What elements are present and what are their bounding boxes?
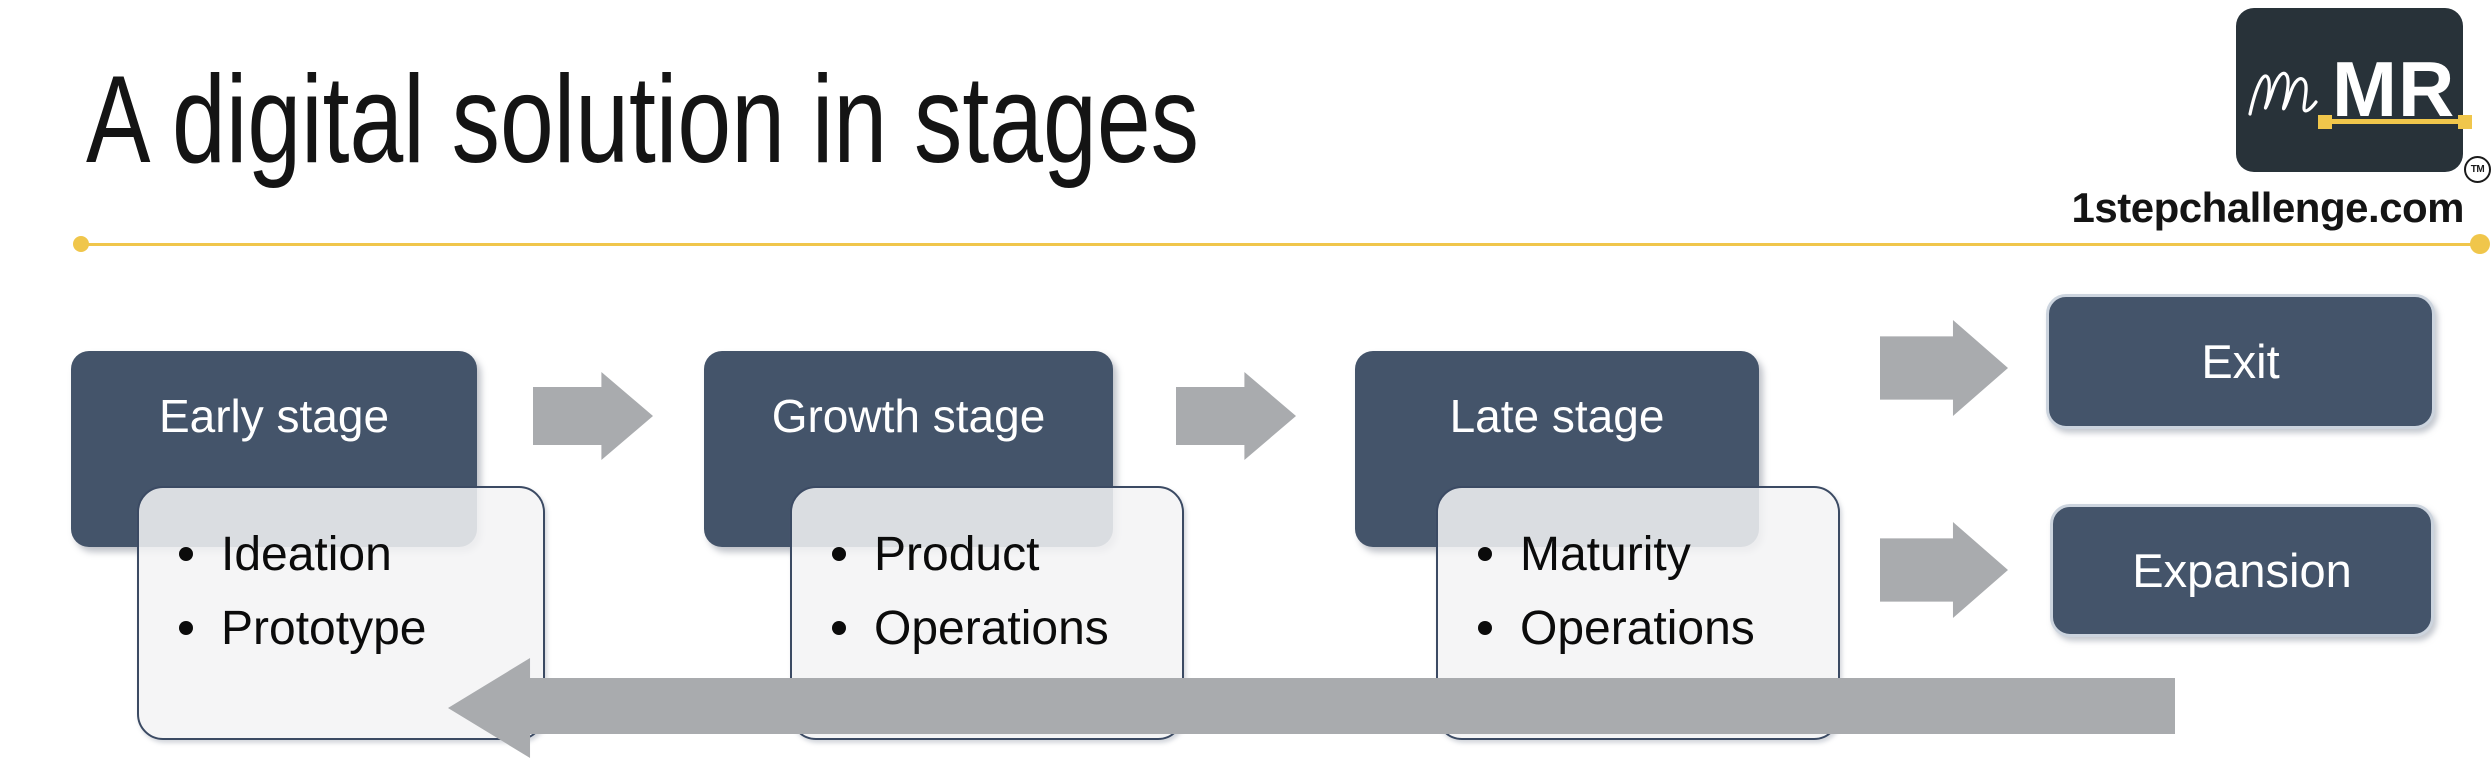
right-arrow-icon — [533, 372, 653, 460]
logo-underline — [2318, 114, 2472, 129]
bullet-icon — [179, 547, 193, 561]
bullet-text: Product — [874, 527, 1040, 581]
accent-line-left-dot — [73, 236, 89, 252]
outcome-box-expansion: Expansion — [2050, 504, 2434, 637]
bullet-text: Maturity — [1520, 527, 1691, 581]
list-item: Maturity — [1478, 528, 1755, 581]
list-item: Ideation — [179, 528, 426, 581]
accent-underline — [73, 234, 2490, 254]
bullet-list: Maturity Operations — [1478, 528, 1755, 678]
outcome-box-exit: Exit — [2046, 294, 2435, 429]
right-arrow-icon — [1880, 320, 2008, 416]
trademark-icon: TM — [2464, 156, 2491, 183]
logo-mr-text: MR — [2332, 45, 2456, 133]
bullet-text: Prototype — [221, 601, 427, 655]
website-text: 1stepchallenge.com — [2071, 184, 2465, 231]
outcome-label: Exit — [2201, 335, 2280, 388]
list-item: Operations — [1478, 602, 1755, 655]
bullet-icon — [179, 621, 193, 635]
bullet-icon — [832, 621, 846, 635]
list-item: Product — [832, 528, 1109, 581]
page-title: A digital solution in stages — [86, 51, 1199, 189]
logo-script-m-icon — [2242, 52, 2332, 141]
bullet-icon — [832, 547, 846, 561]
right-arrow-icon — [1176, 372, 1296, 460]
outcome-label: Expansion — [2132, 544, 2352, 597]
return-left-arrow-icon — [448, 658, 2175, 758]
mr-logo: MR — [2236, 8, 2463, 172]
stage-label: Growth stage — [771, 390, 1046, 442]
list-item: Prototype — [179, 602, 426, 655]
bullet-icon — [1478, 621, 1492, 635]
bullet-text: Operations — [1520, 601, 1755, 655]
right-arrow-icon — [1880, 522, 2008, 618]
stage-label: Early stage — [158, 390, 390, 442]
list-item: Operations — [832, 602, 1109, 655]
bullet-text: Ideation — [221, 527, 392, 581]
bullet-list: Ideation Prototype — [179, 528, 426, 678]
bullet-icon — [1478, 547, 1492, 561]
bullet-list: Product Operations — [832, 528, 1109, 678]
stage-label: Late stage — [1449, 390, 1665, 442]
accent-line-right-dot — [2470, 234, 2490, 254]
bullet-text: Operations — [874, 601, 1109, 655]
